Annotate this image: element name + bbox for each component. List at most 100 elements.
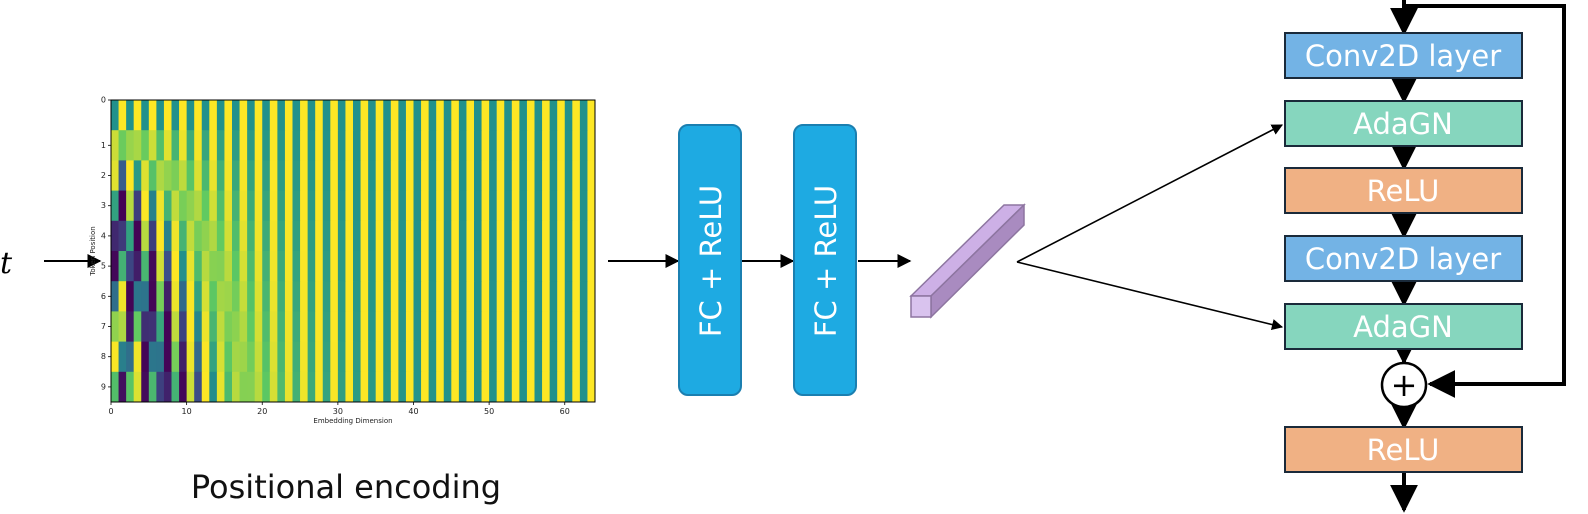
heatmap-cell <box>519 190 528 222</box>
heatmap-cell <box>292 341 301 373</box>
heatmap-cell <box>133 311 142 342</box>
heatmap-cell <box>262 281 271 312</box>
heatmap-cell <box>564 281 573 312</box>
heatmap-cell <box>179 130 188 161</box>
heatmap-cell <box>163 251 172 282</box>
heatmap-cell <box>474 130 482 161</box>
heatmap-cell <box>337 160 346 191</box>
heatmap-cell <box>292 160 301 191</box>
heatmap-cell <box>284 281 293 312</box>
heatmap-cell <box>148 190 157 222</box>
heatmap-cell <box>557 190 566 222</box>
heatmap-cell <box>443 190 452 222</box>
heatmap-cell <box>216 281 225 312</box>
heatmap-cell <box>564 371 573 403</box>
heatmap-cell <box>277 371 286 403</box>
heatmap-cell <box>315 311 324 342</box>
heatmap-cell <box>587 220 596 252</box>
heatmap-cell <box>398 251 407 282</box>
heatmap-cell <box>262 100 271 131</box>
heatmap-cell <box>247 251 256 282</box>
heatmap-cell <box>239 371 248 403</box>
heatmap-cell <box>194 100 203 131</box>
heatmap-cell <box>216 371 225 403</box>
heatmap-cell <box>254 341 263 373</box>
heatmap-cell <box>292 130 301 161</box>
heatmap-cell <box>519 220 528 252</box>
heatmap-cell <box>126 130 135 161</box>
heatmap-cell <box>194 281 203 312</box>
heatmap-cell <box>315 281 324 312</box>
heatmap-cell <box>504 281 513 312</box>
heatmap-cell <box>481 281 490 312</box>
heatmap-cell <box>156 220 165 252</box>
heatmap-cell <box>163 341 172 373</box>
heatmap-cell <box>156 341 165 373</box>
x-tick-label: 40 <box>408 407 418 416</box>
heatmap-cell <box>118 371 127 403</box>
heatmap-cell <box>368 341 377 373</box>
heatmap-cell <box>572 251 581 282</box>
heatmap-cell <box>111 251 119 282</box>
heatmap-cell <box>542 220 551 252</box>
heatmap-cell <box>368 311 377 342</box>
heatmap-cell <box>564 160 573 191</box>
heatmap-cell <box>383 130 392 161</box>
y-tick-label: 5 <box>101 262 106 271</box>
heatmap-cell <box>239 190 248 222</box>
heatmap-cell <box>345 100 354 131</box>
heatmap-cell <box>443 371 452 403</box>
heatmap-cell <box>405 100 414 131</box>
heatmap-cell <box>224 220 233 252</box>
heatmap-cell <box>269 100 278 131</box>
heatmap-cell <box>247 371 256 403</box>
heatmap-cell <box>519 371 528 403</box>
heatmap-cell <box>171 341 180 373</box>
heatmap-cell <box>315 160 324 191</box>
res-block-layers: Conv2D layer AdaGN ReLU Conv2D layer Ada… <box>1284 32 1523 473</box>
heatmap-cell <box>564 190 573 222</box>
sum-circle <box>1380 361 1428 409</box>
heatmap-cell <box>557 281 566 312</box>
heatmap-cell <box>118 341 127 373</box>
heatmap-cell <box>224 281 233 312</box>
heatmap-cell <box>156 251 165 282</box>
heatmap-cell <box>542 341 551 373</box>
heatmap-cell <box>216 251 225 282</box>
conv2d-layer-1: Conv2D layer <box>1284 32 1523 79</box>
heatmap-cell <box>133 190 142 222</box>
heatmap-cell <box>398 220 407 252</box>
heatmap-cell <box>315 371 324 403</box>
heatmap-cell <box>300 130 309 161</box>
heatmap-cell <box>496 190 505 222</box>
heatmap-cell <box>353 130 361 161</box>
heatmap-cell <box>390 251 399 282</box>
heatmap-cell <box>526 281 535 312</box>
heatmap-cell <box>353 311 361 342</box>
heatmap-cell <box>421 220 430 252</box>
x-tick-label: 50 <box>484 407 494 416</box>
adagn-layer-2-box <box>1284 303 1523 350</box>
heatmap-cell <box>436 160 445 191</box>
heatmap-cell <box>496 371 505 403</box>
heatmap-cell <box>254 220 263 252</box>
heatmap-cell <box>504 371 513 403</box>
fc-relu-block-1: FC + ReLU <box>678 124 742 396</box>
heatmap-cell <box>458 160 467 191</box>
heatmap-cell <box>201 251 210 282</box>
heatmap-cell <box>126 281 135 312</box>
heatmap-cell <box>526 341 535 373</box>
heatmap-cell <box>466 311 475 342</box>
heatmap-cell <box>300 100 309 131</box>
heatmap-cell <box>330 130 339 161</box>
heatmap-cell <box>133 281 142 312</box>
heatmap-cell <box>496 341 505 373</box>
heatmap-cell <box>330 220 339 252</box>
heatmap-cell <box>171 100 180 131</box>
heatmap-cell <box>390 130 399 161</box>
heatmap-cell <box>353 190 361 222</box>
heatmap-cell <box>330 341 339 373</box>
heatmap-cell <box>111 100 119 131</box>
heatmap-cell <box>443 341 452 373</box>
heatmap-cell <box>239 130 248 161</box>
